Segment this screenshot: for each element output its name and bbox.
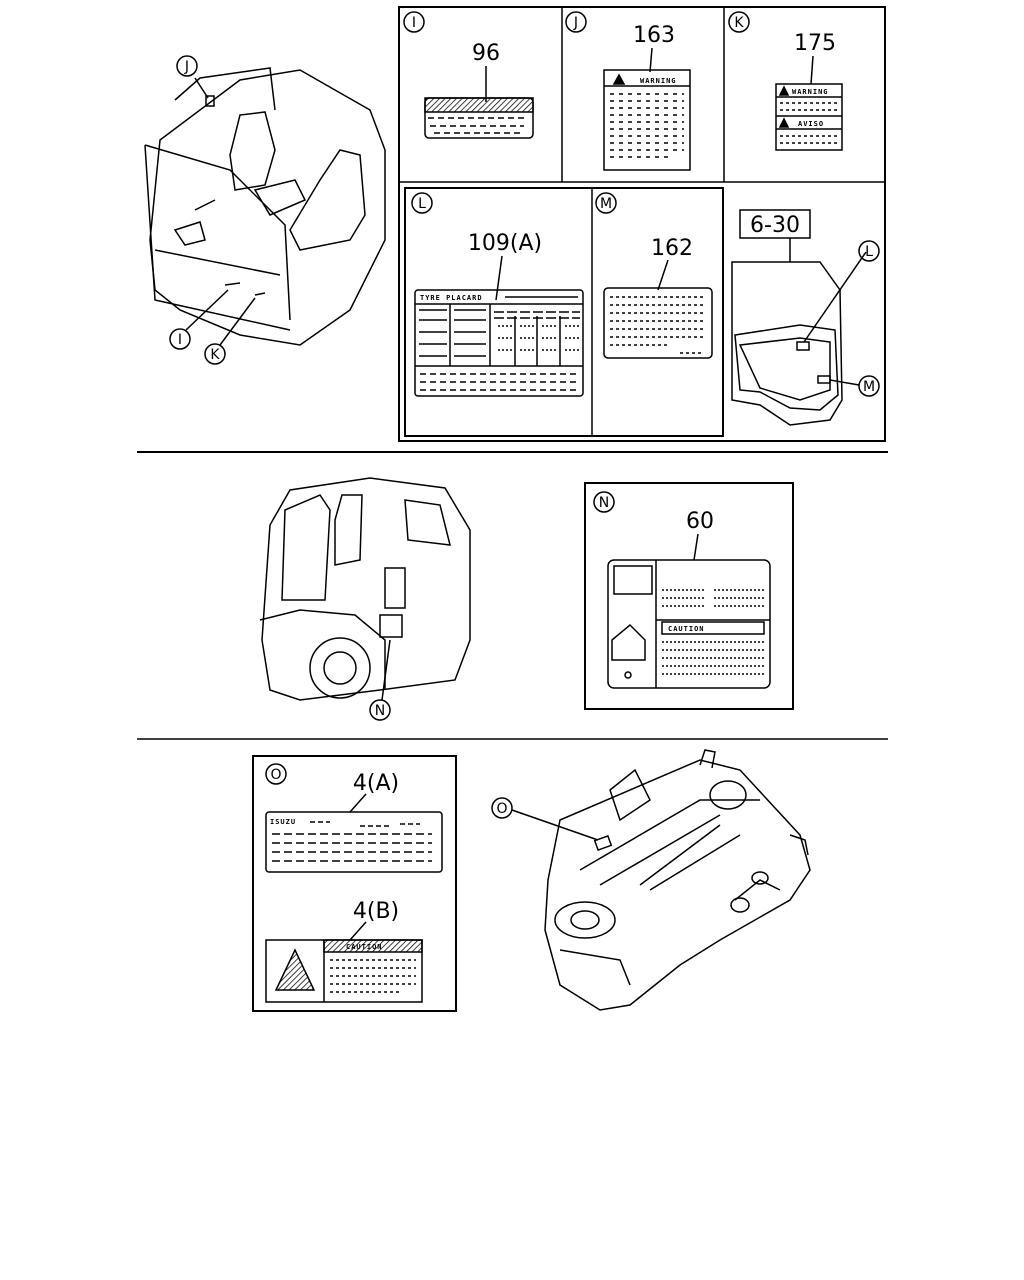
svg-text:CAUTION: CAUTION [668, 625, 705, 633]
panel-J: J 163 WARNING [565, 11, 691, 171]
callout-J: J [176, 55, 209, 99]
svg-text:N: N [375, 703, 385, 719]
part-number-163: 163 [633, 23, 675, 48]
svg-text:L: L [865, 244, 873, 260]
svg-text:O: O [270, 767, 281, 783]
part-number-4B: 4(B) [353, 899, 399, 924]
engine-illustration: O [491, 749, 811, 1011]
panel-M: M 162 [595, 192, 713, 359]
label-grid-frame [398, 6, 886, 442]
truck-cab-illustration: N [259, 477, 471, 721]
part-number-109A: 109(A) [468, 231, 542, 256]
callout-I-letter: I [178, 332, 182, 348]
svg-text:CAUTION: CAUTION [346, 943, 383, 951]
svg-text:TYRE PLACARD: TYRE PLACARD [420, 294, 483, 302]
panel-O: O 4(A) ISUZU 4(B) CAUTION [252, 755, 457, 1012]
svg-text:M: M [600, 196, 612, 212]
part-number-4A: 4(A) [353, 771, 399, 796]
svg-text:N: N [599, 495, 609, 511]
cab-interior-illustration [144, 67, 386, 346]
callout-I: I [169, 289, 229, 350]
door-illustration: 6-30 L M [731, 209, 880, 426]
svg-text:ISUZU: ISUZU [270, 818, 296, 826]
warning-text: WARNING [640, 77, 677, 85]
callout-K-letter: K [210, 347, 220, 363]
svg-text:AVISO: AVISO [798, 120, 824, 128]
panel-N: N 60 CAUTION [584, 482, 794, 710]
part-number-60: 60 [686, 509, 714, 534]
svg-text:I: I [412, 15, 416, 31]
svg-text:J: J [573, 15, 578, 31]
callout-J-letter: J [184, 59, 189, 75]
door-ref: 6-30 [750, 213, 800, 238]
part-number-162: 162 [651, 236, 693, 261]
svg-text:K: K [734, 15, 744, 31]
panel-L: L 109(A) TYRE PLACARD [411, 192, 584, 397]
part-number-175: 175 [794, 31, 836, 56]
svg-text:L: L [418, 196, 426, 212]
callout-K: K [204, 297, 256, 365]
panel-K: K 175 WARNING AVISO [728, 11, 843, 151]
panel-I: I 96 [403, 11, 534, 139]
part-number-96: 96 [472, 41, 500, 66]
svg-text:WARNING: WARNING [792, 88, 829, 96]
svg-text:M: M [863, 379, 875, 395]
svg-text:O: O [496, 801, 507, 817]
